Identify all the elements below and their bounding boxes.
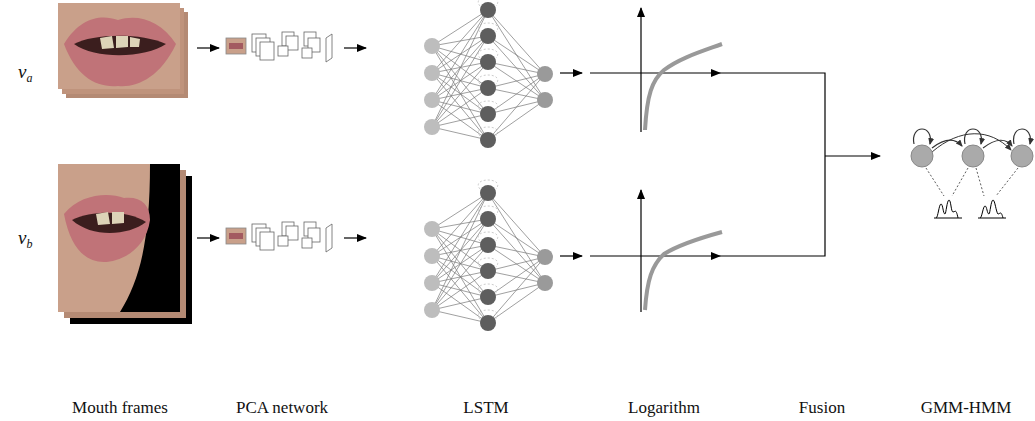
- network-unit: [480, 237, 496, 253]
- network-unit: [424, 38, 440, 54]
- lstm-network: [424, 180, 553, 331]
- network-link: [432, 193, 488, 283]
- network-link: [432, 88, 488, 127]
- mouth-frames-top: [58, 3, 188, 98]
- logarithm-plot: [590, 8, 722, 132]
- network-unit: [480, 28, 496, 44]
- network-link: [432, 36, 488, 127]
- network-link: [432, 283, 488, 323]
- network-link: [432, 310, 488, 323]
- network-link: [488, 257, 545, 297]
- network-unit: [424, 302, 440, 318]
- network-link: [488, 36, 545, 74]
- stage-label: GMM-HMM: [921, 398, 1012, 418]
- network-unit: [424, 65, 440, 81]
- network-link: [432, 46, 488, 114]
- network-link: [488, 193, 545, 283]
- network-link: [432, 62, 488, 127]
- network-link: [488, 10, 545, 74]
- network-unit: [424, 275, 440, 291]
- stage-label: PCA network: [236, 398, 328, 418]
- stage-label: LSTM: [463, 398, 508, 418]
- stage-label: Fusion: [799, 398, 845, 418]
- network-unit: [480, 263, 496, 279]
- network-unit: [480, 54, 496, 70]
- network-unit: [480, 80, 496, 96]
- network-link: [488, 74, 545, 88]
- stage-label: Logarithm: [628, 398, 700, 418]
- network-link: [432, 245, 488, 310]
- network-unit: [480, 211, 496, 227]
- network-link: [488, 100, 545, 140]
- input-variable: va: [18, 62, 32, 88]
- network-unit: [424, 92, 440, 108]
- pca-network-icon: [226, 32, 332, 62]
- network-link: [488, 74, 545, 114]
- network-link: [432, 219, 488, 310]
- mouth-frames-bottom: [58, 164, 192, 324]
- network-link: [432, 271, 488, 310]
- network-unit: [537, 249, 553, 265]
- network-link: [432, 256, 488, 271]
- network-unit: [480, 106, 496, 122]
- lstm-network: [424, 0, 553, 148]
- network-link: [432, 114, 488, 127]
- network-link: [488, 283, 545, 323]
- network-unit: [537, 66, 553, 82]
- network-unit: [480, 315, 496, 331]
- gmm-hmm-symbol: [911, 129, 1033, 218]
- network-unit: [537, 92, 553, 108]
- input-variable: vb: [18, 228, 32, 254]
- network-link: [432, 283, 488, 297]
- stage-label: Mouth frames: [72, 398, 168, 418]
- network-link: [488, 10, 545, 100]
- network-link: [488, 193, 545, 257]
- network-link: [488, 36, 545, 100]
- network-unit: [480, 289, 496, 305]
- network-link: [488, 257, 545, 271]
- network-link: [432, 229, 488, 323]
- network-unit: [480, 2, 496, 18]
- network-unit: [480, 185, 496, 201]
- network-unit: [424, 119, 440, 135]
- network-link: [488, 74, 545, 140]
- network-link: [432, 73, 488, 88]
- network-link: [432, 100, 488, 114]
- network-link: [432, 193, 488, 256]
- network-link: [432, 229, 488, 297]
- network-unit: [424, 248, 440, 264]
- network-link: [488, 257, 545, 323]
- network-unit: [480, 132, 496, 148]
- network-link: [432, 46, 488, 140]
- network-link: [488, 219, 545, 283]
- logarithm-plot: [590, 190, 722, 312]
- network-unit: [537, 275, 553, 291]
- network-link: [432, 127, 488, 140]
- network-link: [432, 10, 488, 73]
- network-link: [488, 219, 545, 257]
- fusion-lines: [720, 73, 880, 256]
- network-unit: [424, 221, 440, 237]
- network-link: [432, 10, 488, 100]
- network-link: [432, 297, 488, 310]
- network-link: [432, 100, 488, 140]
